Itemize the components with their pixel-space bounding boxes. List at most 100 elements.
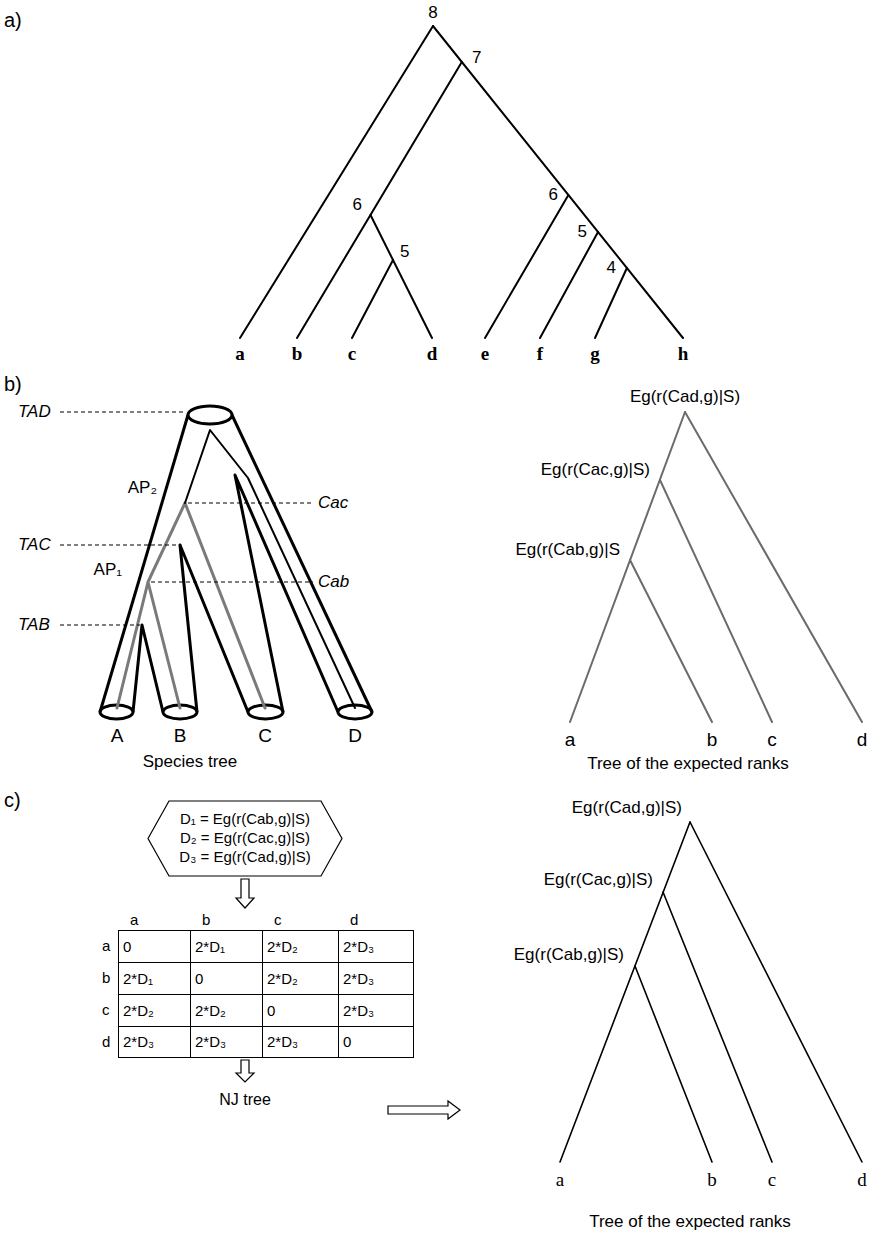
table-cell: 2*D₁ [190,930,262,962]
coalescence-label: Cab [318,572,349,592]
species-label: B [174,725,187,747]
dashed-line [151,581,313,582]
tree-branch [352,260,393,338]
hexagon-text: D₂ = Eg(r(Cac,g)|S) [180,829,310,848]
table-cell: 2*D₃ [190,1026,262,1058]
dashed-line [188,502,313,503]
leaf-label: c [348,343,356,365]
leaf-label: c [768,1169,776,1191]
tree-branch [540,232,598,338]
time-markers [60,412,313,625]
hollow-arrow [236,879,254,908]
gene-lineage [117,503,265,708]
leaf-label: h [678,343,689,365]
species-label: A [111,725,124,747]
table-cell: 2*D₁ [118,962,190,994]
gene-lineages [117,430,355,708]
tree-branch [240,26,433,338]
hollow-arrow [236,1060,254,1082]
tree-branch [630,560,712,722]
rank-label: Eg(r(Cad,g)|S) [628,387,742,407]
tree-branch [685,412,862,722]
panel-label: b) [4,373,22,396]
leaf-label: d [857,729,868,751]
tube-edge [232,415,372,712]
table-cell: 2*D₂ [262,962,338,994]
dashed-line [60,411,186,412]
hexagon-shape [148,801,342,876]
table-cell: 0 [118,930,190,962]
tree-caption: Tree of the expected ranks [587,754,789,774]
rank-number: 6 [353,195,362,215]
table-cell: 2*D₂ [262,930,338,962]
table-cell: 2*D₂ [118,994,190,1026]
table-cell: 0 [338,1026,414,1058]
rank-number: 5 [400,242,409,262]
table-cell: 2*D₃ [338,994,414,1026]
tree-branch [371,215,433,338]
tree-branch [485,195,568,338]
leaf-label: d [857,1169,867,1191]
tube-edge [133,625,163,712]
dashed-line [60,624,140,625]
rank-label: Eg(r(Cac,g)|S) [542,870,655,890]
coalescence-label: Cac [318,493,348,513]
row-header: a [98,930,118,962]
time-label: TAD [18,402,51,422]
ancestral-population-label: AP₁ [94,560,122,580]
rank-label: Eg(r(Cab,g)|S [513,540,622,560]
row-header: b [98,962,118,994]
leaf-label: a [235,343,245,365]
table-cell: 0 [262,994,338,1026]
dashed-line [60,544,178,545]
species-tree [100,406,372,719]
hexagon-text: D₁ = Eg(r(Cab,g)|S) [180,810,310,829]
rank-number: 4 [607,258,616,278]
table-cell: 2*D₃ [338,930,414,962]
leaf-label: a [556,1169,564,1191]
rank-label: Eg(r(Cac,g)|S) [539,460,652,480]
tube-end [188,406,232,424]
hollow-arrow [388,1101,460,1119]
time-label: TAB [18,615,50,635]
expected-rank-tree [570,412,862,722]
table-cell: 2*D₃ [118,1026,190,1058]
leaf-label: c [767,729,777,751]
tree-caption: Species tree [143,752,238,772]
rank-tree [240,26,683,338]
leaf-label: g [590,343,600,365]
leaf-label: b [292,343,303,365]
tree-branch [663,892,772,1162]
rank-label: Eg(r(Cab,g)|S) [512,945,626,965]
tree-caption: Tree of the expected ranks [589,1212,791,1232]
row-header: d [98,1026,118,1058]
leaf-label: b [707,1169,717,1191]
column-header: d [338,910,414,930]
leaf-label: e [481,343,489,365]
table-cell: 0 [190,962,262,994]
ancestral-population-label: AP₂ [128,478,157,498]
tree-branch [595,268,627,338]
panel-label: c) [4,789,21,812]
time-label: TAC [18,535,51,555]
leaf-label: b [707,729,718,751]
hexagon-text: D₃ = Eg(r(Cad,g)|S) [179,848,310,867]
column-header: b [190,910,262,930]
species-label: C [258,725,272,747]
rank-number: 7 [472,48,481,68]
hexagon-box: D₁ = Eg(r(Cab,g)|S)D₂ = Eg(r(Cac,g)|S)D₃… [147,800,343,877]
gene-lineage [185,430,355,708]
column-header: a [118,910,190,930]
rank-number: 8 [428,3,437,23]
leaf-label: d [427,343,438,365]
column-header: c [262,910,338,930]
step-label: NJ tree [219,1091,271,1109]
tube-edge [180,545,248,712]
row-header: c [98,994,118,1026]
table-cell: 2*D₃ [338,962,414,994]
tree-branch [690,822,862,1162]
leaf-label: a [565,729,576,751]
tree-branch [635,966,712,1162]
